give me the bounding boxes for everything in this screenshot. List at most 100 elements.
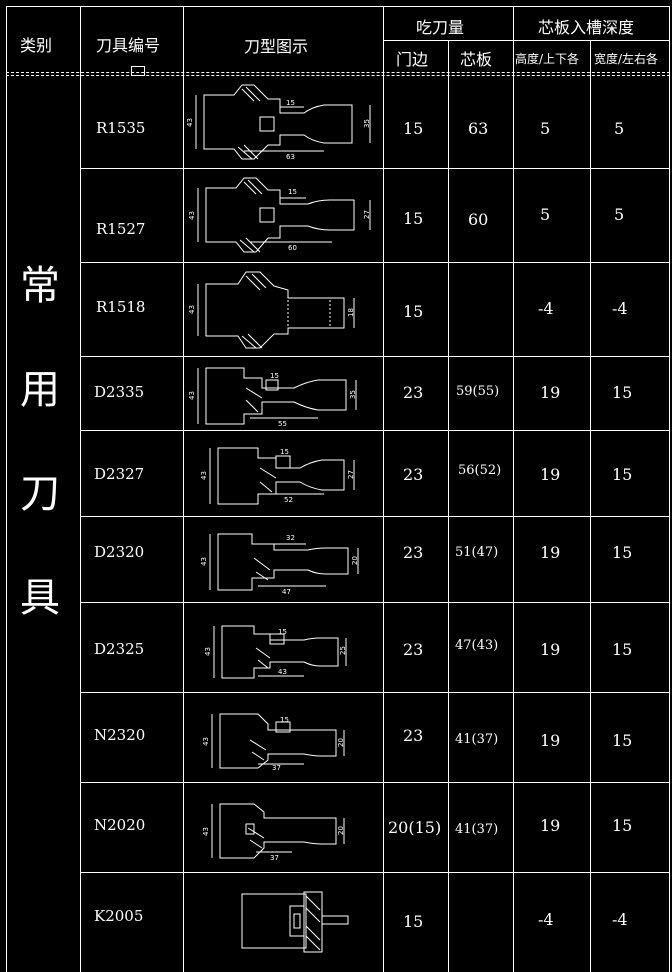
- dim-label: 27: [363, 210, 371, 219]
- grid-line: [669, 6, 670, 972]
- door-edge-value: 23: [403, 726, 424, 745]
- dim-label: 52: [284, 496, 293, 504]
- category-char: 用: [20, 367, 60, 413]
- core-panel-value: 41(37): [455, 822, 499, 837]
- header-door-edge: 门边: [396, 50, 429, 69]
- row-line: [80, 602, 670, 603]
- dim-label: 55: [278, 420, 287, 428]
- tool-code: D2335: [94, 383, 145, 401]
- door-edge-value: 15: [403, 209, 424, 228]
- category-char: 常: [20, 263, 60, 309]
- groove-height-value: 19: [540, 731, 561, 750]
- tool-profile-diagram: 43 37 20: [202, 803, 345, 862]
- dim-label: 32: [286, 534, 295, 542]
- door-edge-value: 23: [403, 383, 424, 402]
- grid-line: [383, 6, 384, 972]
- dim-label: 25: [339, 646, 347, 655]
- dim-label: 35: [363, 119, 371, 128]
- tool-profile-diagram: 43 15 37 20: [202, 713, 345, 772]
- dim-label: 43: [278, 668, 287, 676]
- row-line: [80, 692, 670, 693]
- door-edge-value: 20(15): [388, 818, 442, 837]
- core-panel-value: 47(43): [455, 638, 499, 653]
- dim-label: 43: [202, 737, 210, 746]
- header-divider: [6, 75, 670, 76]
- groove-width-value: -4: [612, 910, 628, 929]
- tool-code: R1535: [96, 119, 146, 137]
- dim-label: 43: [204, 647, 212, 656]
- groove-width-value: 15: [612, 731, 633, 750]
- groove-width-value: 5: [614, 205, 625, 224]
- dim-label: 43: [188, 391, 196, 400]
- header-core-panel: 芯板: [460, 50, 493, 69]
- dim-label: 43: [200, 471, 208, 480]
- grid-line: [513, 6, 514, 972]
- dim-label: 20: [337, 738, 345, 747]
- tool-profile-diagram: 43 18: [188, 271, 355, 349]
- tool-code: K2005: [94, 907, 144, 925]
- category-char: 具: [20, 575, 60, 621]
- dim-label: 37: [270, 854, 279, 862]
- header-handle: [131, 66, 145, 76]
- tool-code: N2020: [94, 816, 146, 834]
- dim-label: 20: [351, 556, 359, 565]
- groove-height-value: 19: [540, 543, 561, 562]
- header-height-each: 高度/上下各: [515, 52, 580, 66]
- door-edge-value: 15: [403, 119, 424, 138]
- row-line: [80, 262, 670, 263]
- row-line: [80, 356, 670, 357]
- dim-label: 15: [286, 99, 295, 107]
- groove-height-value: -4: [538, 910, 554, 929]
- row-line: [80, 782, 670, 783]
- row-line: [80, 168, 670, 169]
- dim-label: 43: [188, 211, 196, 220]
- core-panel-value: 41(37): [455, 732, 499, 747]
- groove-height-value: 19: [540, 383, 561, 402]
- door-edge-value: 15: [403, 302, 424, 321]
- dim-label: 15: [278, 628, 287, 636]
- groove-height-value: 5: [540, 119, 551, 138]
- header-divider: [6, 72, 670, 73]
- tool-profile-diagram: 43 15 55 35: [188, 367, 357, 428]
- row-line: [80, 516, 670, 517]
- groove-width-value: 15: [612, 383, 633, 402]
- category-char: 刀: [20, 471, 60, 517]
- tool-profile-diagram: [241, 891, 349, 953]
- dim-label: 20: [337, 826, 345, 835]
- tool-profile-diagram: 43 32 47 20: [200, 533, 359, 596]
- dim-label: 27: [347, 470, 355, 479]
- core-panel-value: 63: [468, 119, 489, 138]
- door-edge-value: 23: [403, 543, 424, 562]
- tool-profile-diagram: 43 15 52 27: [200, 447, 355, 505]
- groove-width-value: 15: [612, 816, 633, 835]
- groove-height-value: 19: [540, 640, 561, 659]
- tool-code: N2320: [94, 726, 146, 744]
- dim-label: 60: [288, 244, 297, 252]
- dim-label: 15: [280, 716, 289, 724]
- dim-label: 15: [270, 372, 279, 380]
- header-cut-amount: 吃刀量: [416, 18, 465, 37]
- groove-width-value: 15: [612, 543, 633, 562]
- tool-code: R1518: [96, 298, 146, 316]
- header-category: 类别: [20, 36, 53, 55]
- grid-line: [590, 40, 591, 972]
- dim-label: 43: [188, 305, 196, 314]
- dim-label: 37: [272, 764, 281, 772]
- door-edge-value: 23: [403, 465, 424, 484]
- grid-line: [6, 6, 7, 972]
- dim-label: 15: [280, 448, 289, 456]
- core-panel-value: 56(52): [458, 463, 502, 478]
- grid-line: [80, 6, 81, 972]
- header-width-each: 宽度/左右各: [594, 52, 659, 66]
- tool-profile-diagram: 43 15 63 35: [186, 84, 371, 161]
- tool-code: D2327: [94, 465, 145, 483]
- dim-label: 43: [186, 118, 194, 127]
- groove-width-value: 5: [614, 119, 625, 138]
- grid-line: [383, 40, 670, 41]
- tool-profile-diagram: 43 15 60 27: [188, 177, 371, 253]
- row-line: [80, 872, 670, 873]
- dim-label: 43: [200, 557, 208, 566]
- groove-height-value: 19: [540, 465, 561, 484]
- tool-code: R1527: [96, 220, 146, 238]
- door-edge-value: 23: [403, 640, 424, 659]
